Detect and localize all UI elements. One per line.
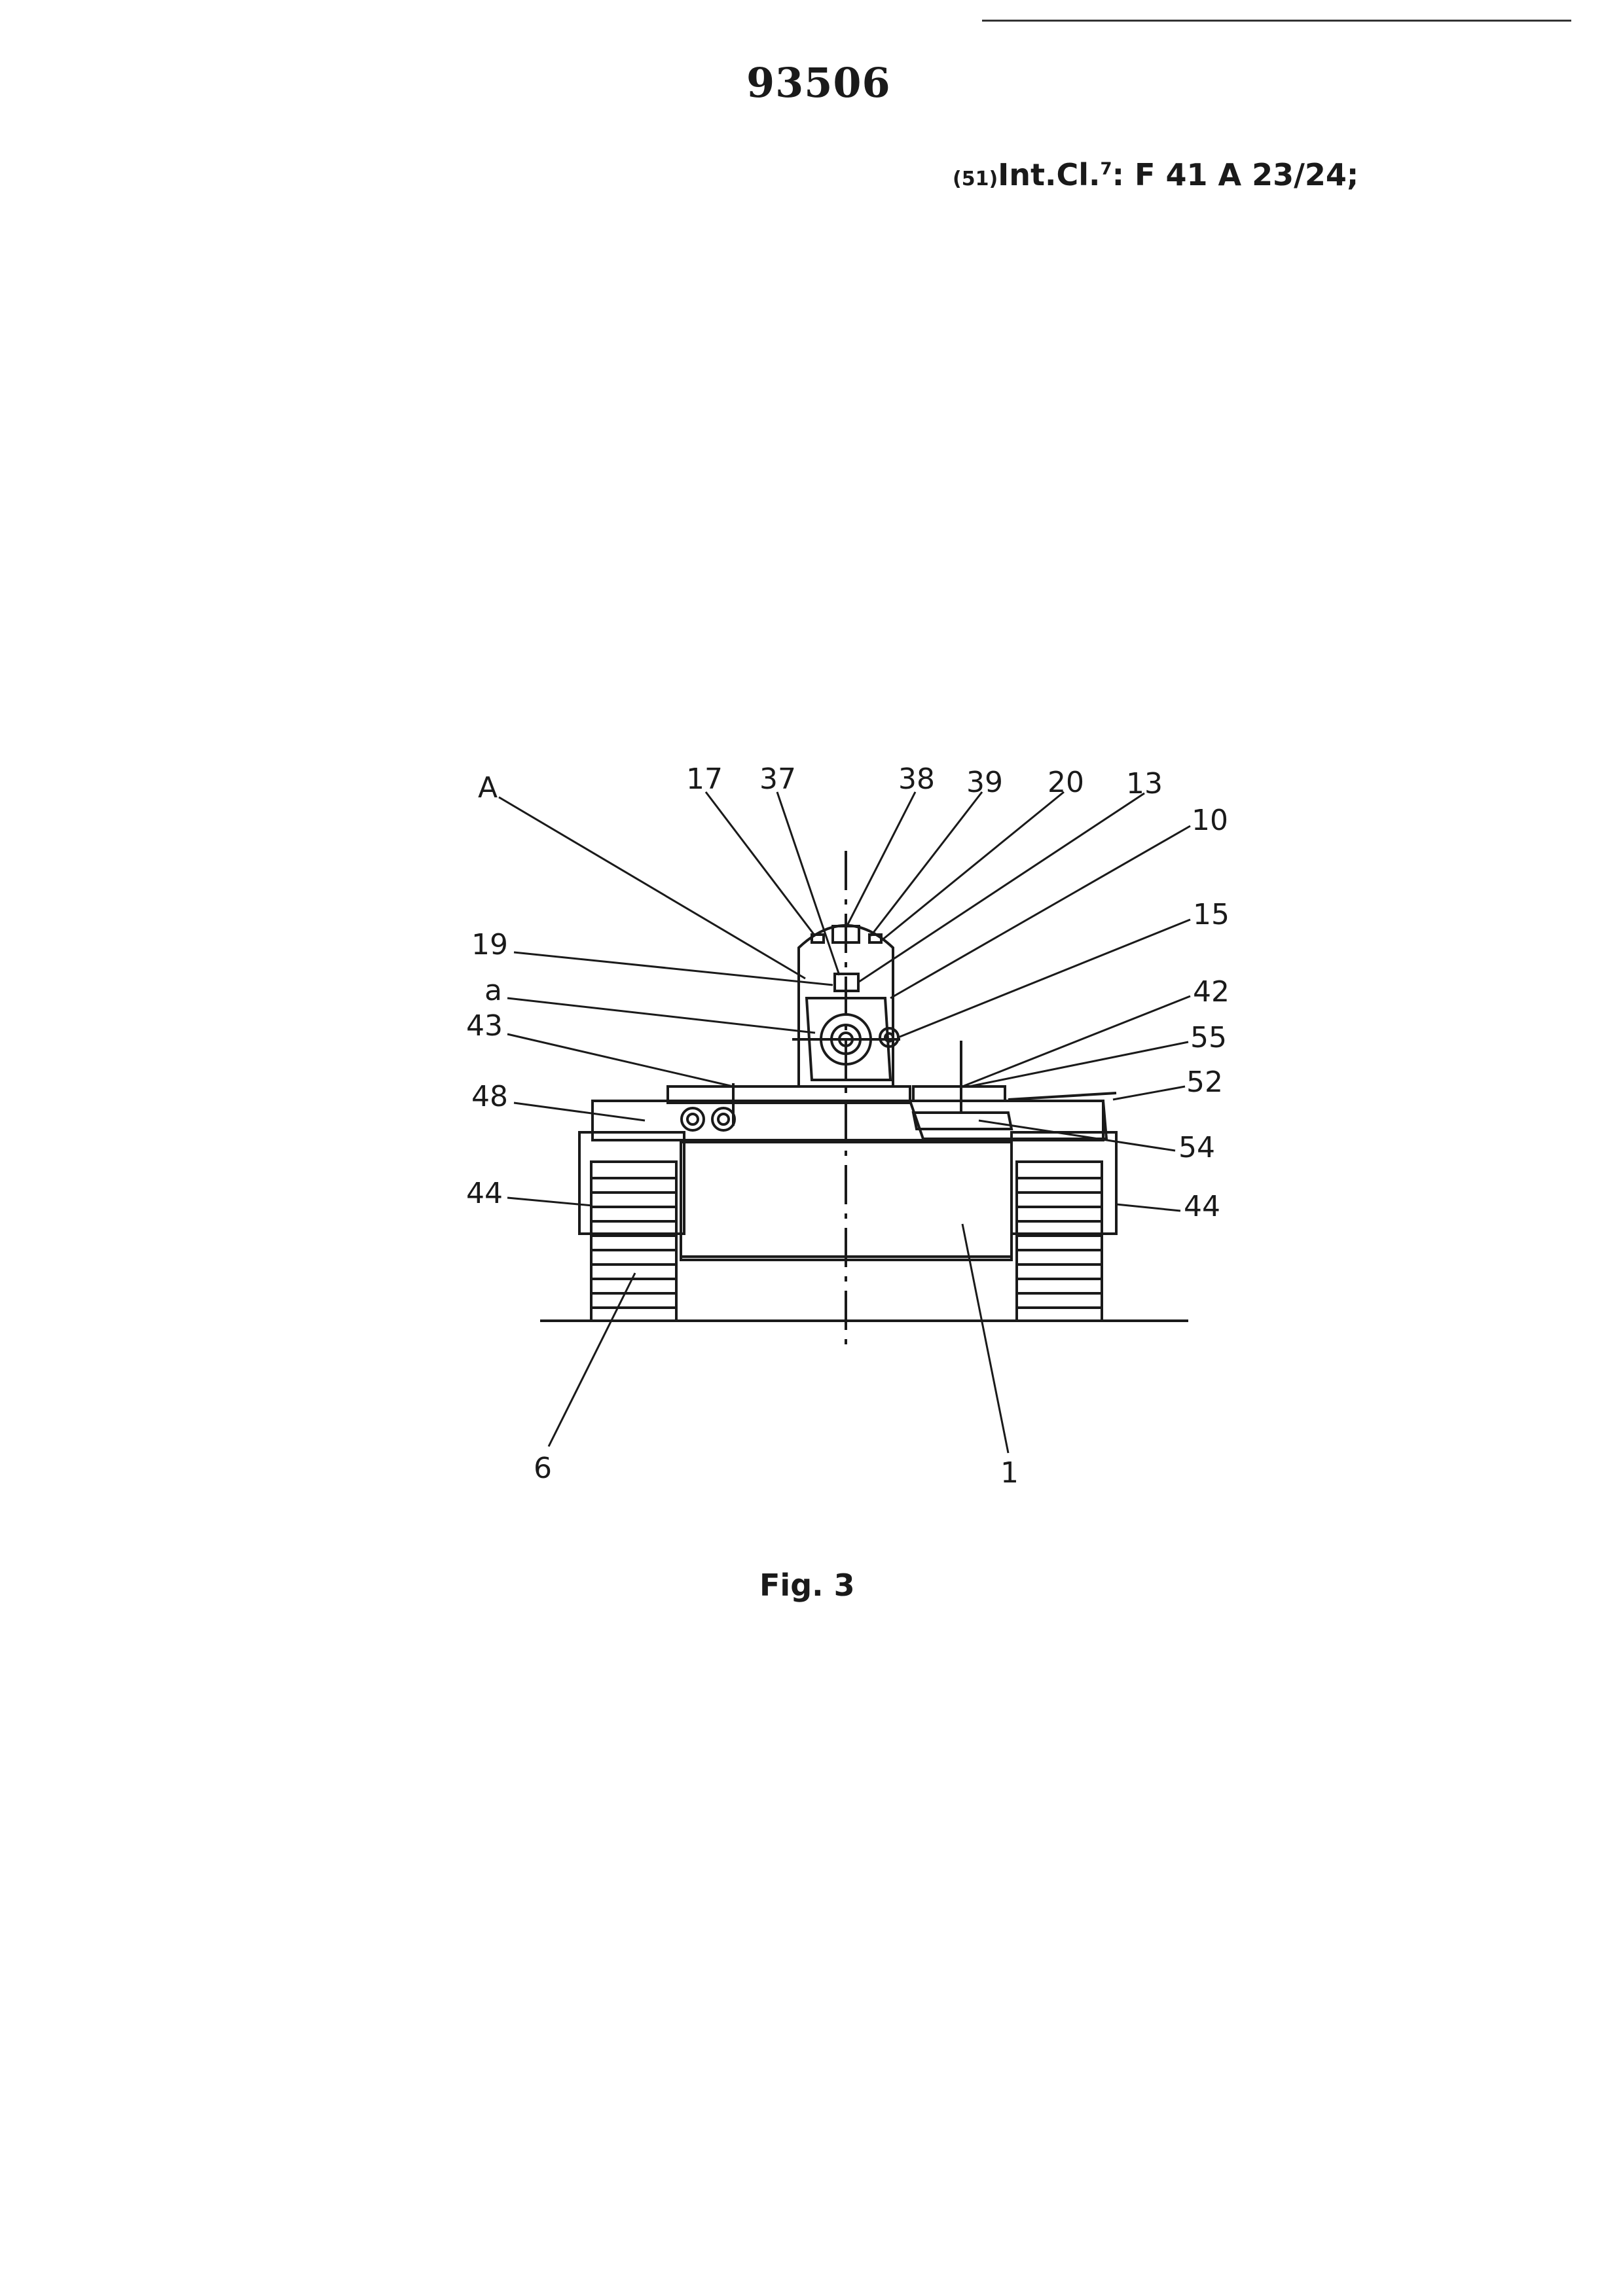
leader-lines <box>498 791 1191 1454</box>
ref-label: 52 <box>1186 1066 1223 1099</box>
ref-label: 15 <box>1193 898 1230 931</box>
ref-label: 55 <box>1190 1021 1227 1054</box>
right-plate <box>908 1100 1108 1140</box>
ref-label: 20 <box>1048 766 1084 799</box>
ref-label: 39 <box>966 766 1003 799</box>
ref-label: 37 <box>759 762 796 796</box>
ipc-superscript: 7 <box>1100 159 1112 179</box>
ref-label: A <box>478 771 498 804</box>
ref-label: 6 <box>534 1452 552 1485</box>
left-fender <box>578 1131 685 1235</box>
turret-base <box>666 1085 911 1104</box>
ipc-value: : F 41 A 23/24; <box>1112 157 1359 192</box>
ref-label: 48 <box>471 1080 508 1113</box>
top-rule <box>982 20 1571 22</box>
ref-label: 42 <box>1193 975 1230 1009</box>
ref-label: 17 <box>686 762 723 796</box>
main-body <box>680 1141 1013 1261</box>
gun-mount <box>805 997 892 1081</box>
ref-label: 1 <box>1000 1456 1019 1490</box>
sight-box <box>833 973 860 992</box>
publication-number: 93506 <box>746 59 891 107</box>
ipc-label: Int.Cl. <box>998 157 1101 192</box>
ref-label: 38 <box>898 762 935 796</box>
left-track <box>590 1160 678 1322</box>
ref-label: a <box>484 974 502 1007</box>
deck <box>591 1100 1104 1141</box>
ref-label: 54 <box>1178 1131 1215 1164</box>
right-track-treads <box>1017 1177 1102 1309</box>
ref-label: 44 <box>1184 1190 1220 1223</box>
right-track <box>1015 1160 1103 1322</box>
ref-label: 10 <box>1192 804 1228 837</box>
ref-label: 13 <box>1126 767 1163 800</box>
ipc-classification: (51)Int.Cl.7: F 41 A 23/24; <box>953 157 1359 192</box>
ref-label: 43 <box>466 1009 503 1043</box>
ref-label: 44 <box>466 1177 503 1210</box>
ref-label: 19 <box>471 928 508 961</box>
figure-caption: Fig. 3 <box>759 1568 855 1603</box>
left-track-treads <box>591 1177 676 1309</box>
rail-52 <box>1008 1092 1117 1101</box>
reference-numerals: A 17 37 38 39 20 13 10 15 19 a 43 42 55 … <box>466 762 1230 1490</box>
ipc-prefix: (51) <box>953 168 998 190</box>
